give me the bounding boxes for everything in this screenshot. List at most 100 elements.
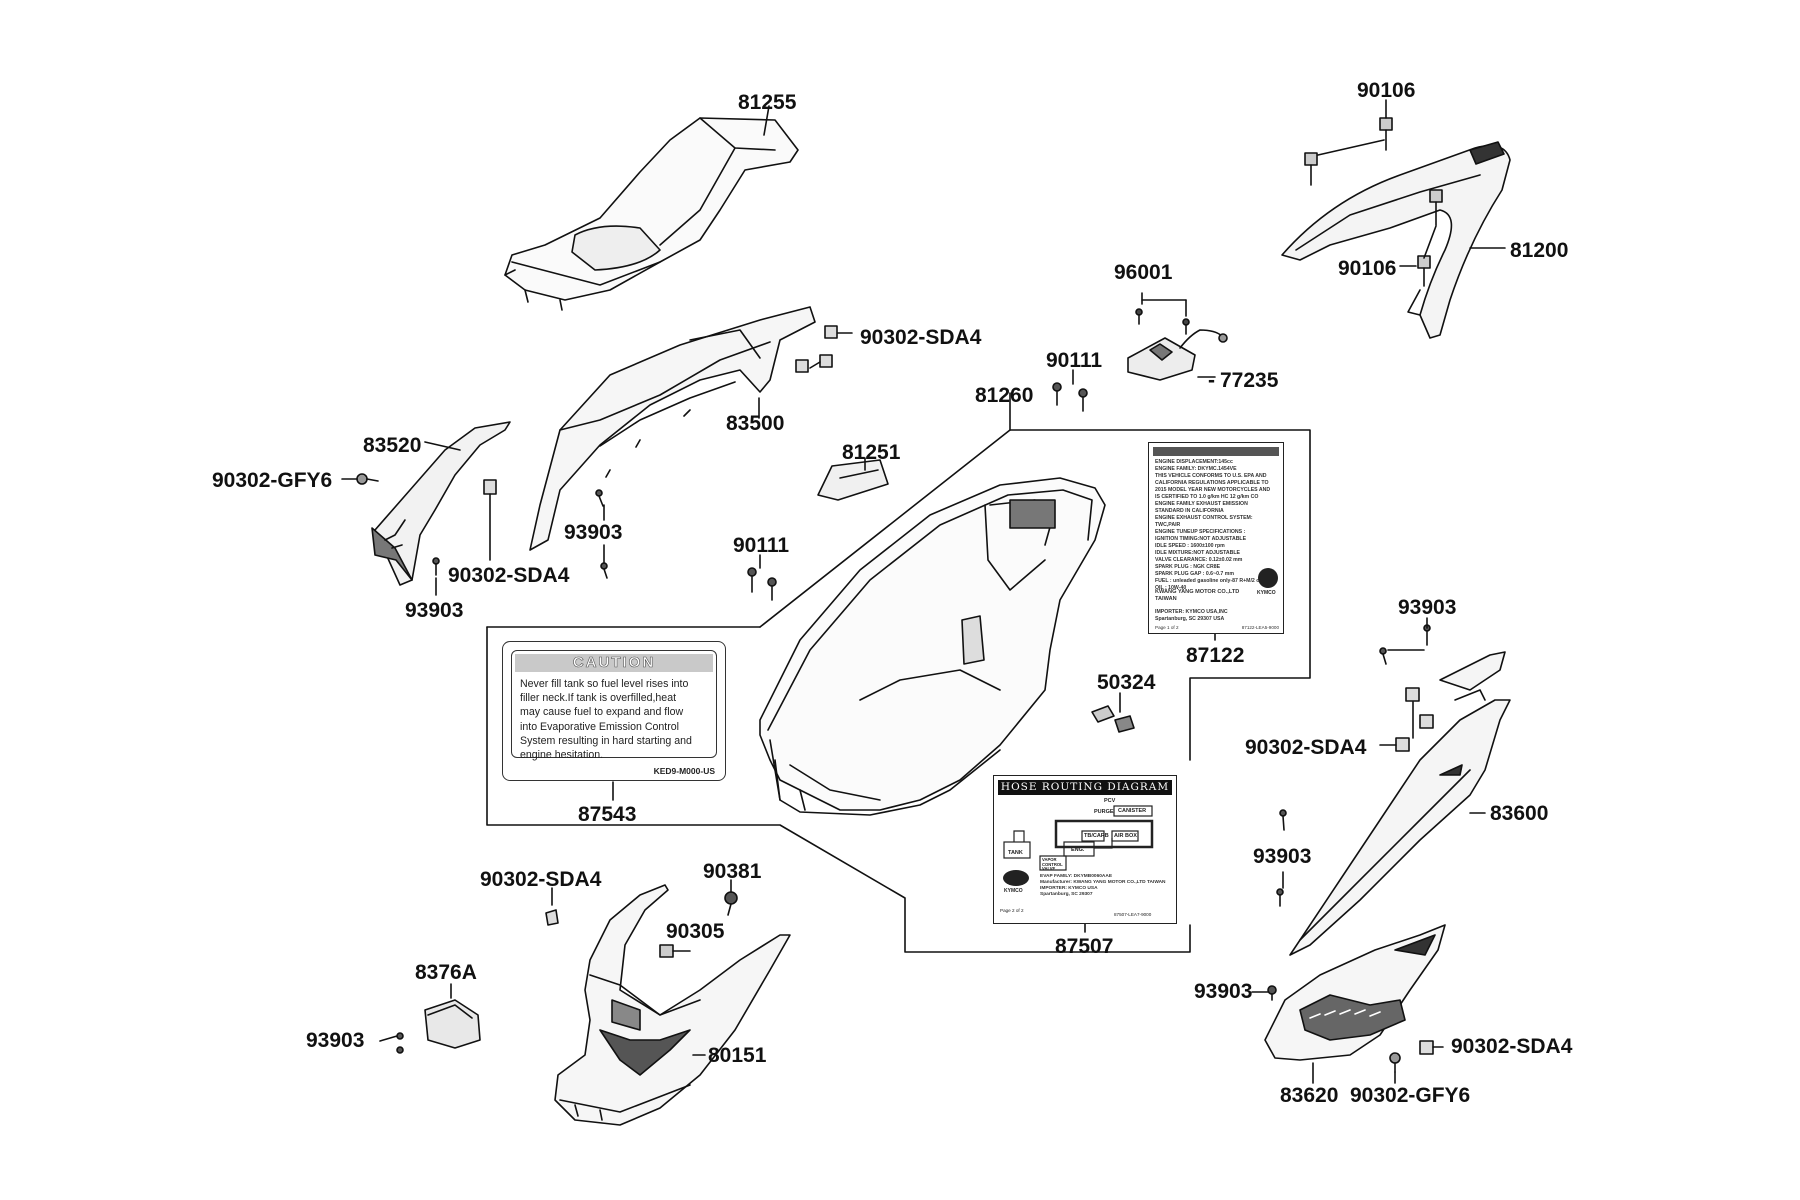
part-label-90302-sda4-right: 90302-SDA4 — [1245, 736, 1367, 759]
screw-96001-b — [1182, 318, 1190, 335]
screw-90302-gfy6-left — [356, 473, 379, 485]
front-cover-80151 — [554, 884, 791, 1126]
outline-81260-bottom — [486, 626, 1191, 953]
emission-line: IGNITION TIMING:NOT ADJUSTABLE — [1155, 536, 1247, 542]
emission-maker-line: KWANG YANG MOTOR CO.,LTD — [1155, 589, 1240, 595]
emission-text: ENGINE DISPLACEMENT:145cc ENGINE FAMILY:… — [1155, 459, 1279, 592]
leader-83520 — [424, 441, 461, 451]
canister-box — [1113, 805, 1153, 817]
emission-code: 87122-LEA5-9000 — [1241, 625, 1279, 630]
part-label-93903-bottom-right: 93903 — [1194, 980, 1253, 1003]
emission-importer-line: IMPORTER: KYMCO USA,INC — [1155, 609, 1228, 615]
caution-label-border: CAUTION Never fill tank so fuel level ri… — [511, 650, 717, 761]
part-label-90106-top: 90106 — [1357, 79, 1416, 102]
emission-importer-line: Spartanburg, SC 29307 USA — [1155, 616, 1225, 622]
caution-line: System resulting in hard starting and — [520, 734, 692, 747]
bolt-90106-a — [1379, 117, 1393, 151]
part-label-93903-center: 93903 — [564, 521, 623, 544]
emission-line: SPARK PLUG GAP : 0.6~0.7 mm — [1155, 571, 1234, 577]
caution-line: filler neck.If tank is overfilled,heat — [520, 692, 677, 705]
hose-node-tb-carb: TB/CARB — [1084, 833, 1109, 839]
caution-title: CAUTION — [515, 654, 713, 672]
emission-line: ENGINE DISPLACEMENT:145cc — [1155, 459, 1233, 465]
emission-line: SPARK PLUG : NGK CR8E — [1155, 564, 1221, 570]
part-label-83520: 83520 — [363, 434, 422, 457]
kymco-logo-text: KYMCO — [1004, 888, 1023, 894]
part-label-96001: 96001 — [1114, 261, 1173, 284]
part-label-93903-left: 93903 — [405, 599, 464, 622]
screw-90111-a — [1052, 382, 1062, 406]
emission-line: ENGINE EXHAUST CONTROL SYSTEM: — [1155, 515, 1253, 521]
emission-line: VALVE CLEARANCE: 0.12±0.02 mm — [1155, 557, 1243, 563]
hose-node-purge: PURGE — [1094, 809, 1114, 815]
emission-line: ENGINE FAMILY EXHAUST EMISSION — [1155, 501, 1248, 507]
hose-small-text: EVAP FAMILY: DKYMB0060AAE Manufacturer: … — [1040, 874, 1166, 898]
part-label-81251: 81251 — [842, 441, 901, 464]
leader-sda4-top-b — [809, 361, 821, 369]
kymco-logo-text: KYMCO — [1257, 590, 1276, 596]
panel-81251 — [817, 459, 889, 501]
clip-90302-sda4-right-a — [1405, 687, 1434, 729]
emission-importer: IMPORTER: KYMCO USA,INC Spartanburg, SC … — [1155, 609, 1228, 623]
part-label-80151: 80151 — [708, 1044, 767, 1067]
clip-90302-sda4-right-b — [1395, 737, 1410, 752]
hose-routing-schematic — [1003, 805, 1154, 871]
bolt-90106-c — [1429, 189, 1443, 226]
emission-line: TWC,PAIR — [1155, 522, 1181, 528]
part-label-90302-gfy6-bottom: 90302-GFY6 — [1350, 1084, 1471, 1107]
part-label-77235: 77235 — [1220, 369, 1279, 392]
lower-cover-83620 — [1264, 924, 1446, 1061]
clip-90302-sda4-bottom — [545, 909, 559, 926]
emission-maker: KWANG YANG MOTOR CO.,LTD TAIWAN — [1155, 589, 1239, 603]
emission-line: ENGINE TUNEUP SPECIFICATIONS : — [1155, 529, 1246, 535]
hose-routing-label-87507: HOSE ROUTING DIAGRAM PCV PURGE CANISTER … — [993, 775, 1177, 924]
leader-81255 — [763, 105, 770, 136]
emission-line: IDLE SPEED : 1600±100 rpm — [1155, 543, 1225, 549]
screw-93903-right-top-b — [1379, 647, 1387, 665]
bolt-90106-b — [1304, 152, 1318, 186]
nut-90305 — [659, 944, 674, 958]
hose-line: IMPORTER: KYMCO USA — [1040, 886, 1098, 891]
part-label-90106-mid: 90106 — [1338, 257, 1397, 280]
caution-line: may cause fuel to expand and flow — [520, 706, 684, 719]
screw-90111-c — [747, 567, 757, 593]
part-label-90381: 90381 — [703, 860, 762, 883]
bracket-8376A — [424, 999, 481, 1049]
hose-node-eng: ENG. — [1071, 847, 1085, 853]
body-cover-83500 — [529, 306, 816, 551]
caution-line: into Evaporative Emission Control — [520, 720, 679, 733]
part-label-87543: 87543 — [578, 803, 637, 826]
part-label-90305: 90305 — [666, 920, 725, 943]
leader-93903-bottom-left — [379, 1035, 398, 1042]
part-label-83500: 83500 — [726, 412, 785, 435]
kymco-logo-icon — [1003, 870, 1029, 886]
hose-node-vapor: VAPOR CONTROL VALVE — [1042, 857, 1063, 871]
hose-node-pcv: PCV — [1104, 798, 1116, 804]
caution-code: KED9-M000-US — [653, 766, 715, 776]
bolt-90381 — [724, 891, 738, 916]
part-label-93903-right-mid: 93903 — [1253, 845, 1312, 868]
hose-node-canister: CANISTER — [1118, 808, 1147, 814]
emission-line: THIS VEHICLE CONFORMS TO U.S. EPA AND — [1155, 473, 1267, 479]
part-label-90302-gfy6-left: 90302-GFY6 — [212, 469, 333, 492]
part-label-90302-sda4-bottom-right: 90302-SDA4 — [1451, 1035, 1573, 1058]
hose-line: Manufacturer: KWANG YANG MOTOR CO.,LTD T… — [1040, 880, 1166, 885]
hose-line: EVAP FAMILY: DKYMB0060AAE — [1040, 874, 1113, 879]
part-label-93903-bottom-left: 93903 — [306, 1029, 365, 1052]
screw-93903-bottom-left-a — [396, 1032, 404, 1040]
hose-code: 87507-LEA7-9000 — [1114, 912, 1152, 917]
screw-90302-gfy6-bottom — [1389, 1052, 1401, 1073]
part-label-81255: 81255 — [738, 91, 797, 114]
part-label-90111-top: 90111 — [1046, 349, 1103, 372]
screw-90111-d — [767, 577, 777, 601]
outline-81260-right — [1009, 429, 1311, 761]
screw-93903-bottom-left-b — [396, 1046, 404, 1054]
hose-title: HOSE ROUTING DIAGRAM — [998, 780, 1172, 795]
emission-line: IDLE MIXTURE:NOT ADJUSTABLE — [1155, 550, 1241, 556]
part-label-81260: 81260 — [975, 384, 1034, 407]
emission-line: FUEL : unleaded gasoline only-87 R+M/2 o… — [1155, 578, 1273, 584]
screw-93903-left — [432, 557, 440, 576]
screw-90111-b — [1078, 388, 1088, 412]
bolt-90106-d — [1417, 255, 1431, 287]
side-cover-83600 — [1289, 651, 1511, 956]
